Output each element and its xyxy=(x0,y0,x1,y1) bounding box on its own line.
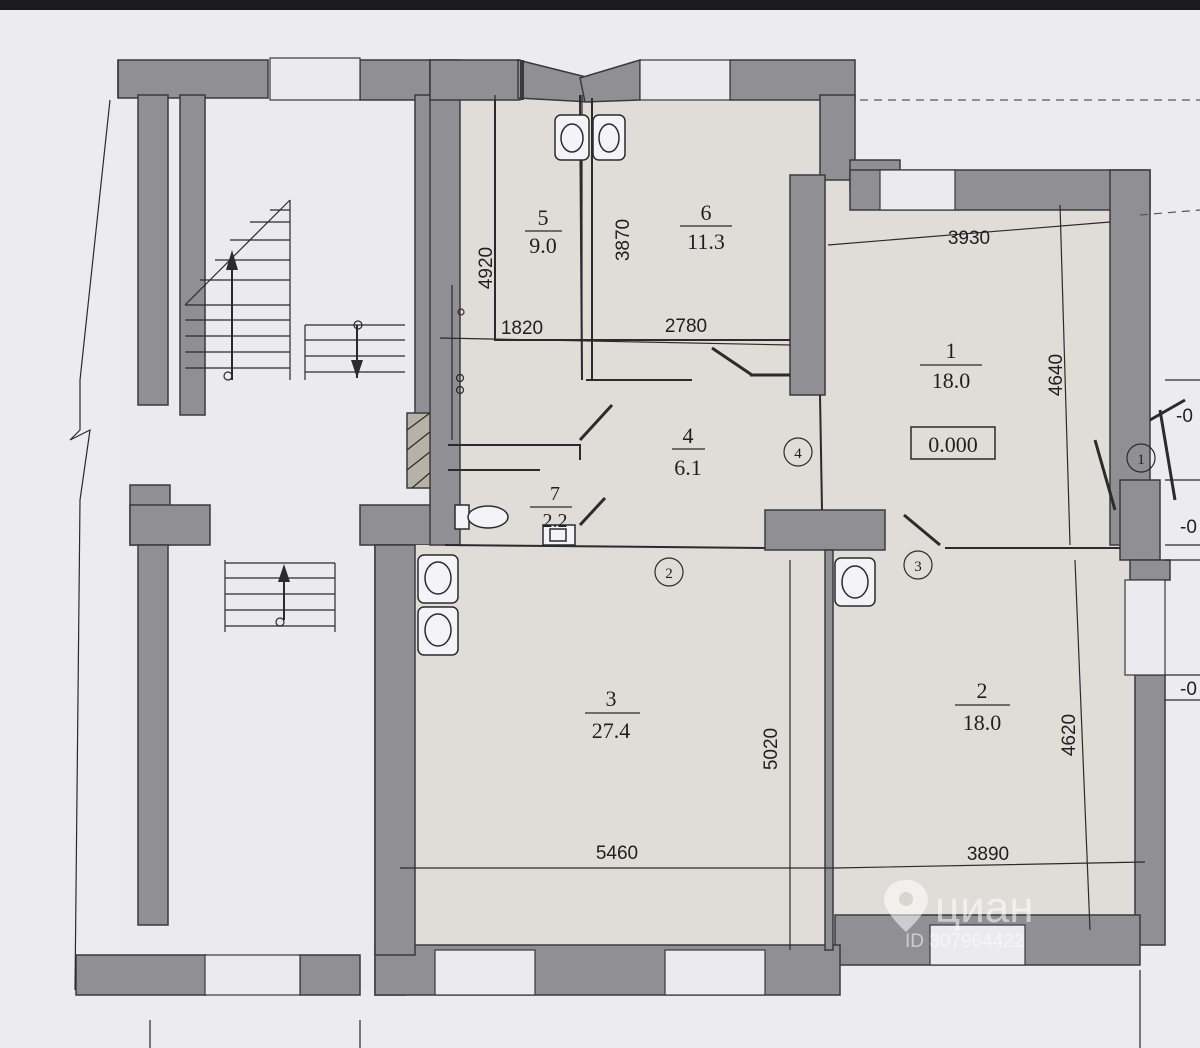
dim-4620: 4620 xyxy=(1059,714,1080,756)
edge-marks: -0 -0 -0 xyxy=(1176,406,1197,700)
dim-2780: 2780 xyxy=(665,316,707,337)
sink-icon xyxy=(417,606,459,656)
marker-4: 4 xyxy=(794,446,802,462)
dim-5020: 5020 xyxy=(761,728,782,770)
room-7-area: 2.2 xyxy=(543,510,568,532)
dim-1820: 1820 xyxy=(501,318,543,339)
riser-icon xyxy=(455,385,465,395)
room-labels: 5 9.0 6 11.3 1 18.0 4 6.1 7 2.2 3 27.4 2… xyxy=(525,200,1010,743)
room-2-area: 18.0 xyxy=(963,710,1002,735)
room-1-area: 18.0 xyxy=(932,368,971,393)
room-1-number: 1 xyxy=(946,338,957,363)
marker-2: 2 xyxy=(665,566,673,582)
room-5-number: 5 xyxy=(538,205,549,230)
room-3-number: 3 xyxy=(606,686,617,711)
watermark-brand: циан xyxy=(935,883,1034,932)
watermark-id: ID 307964422 xyxy=(905,931,1024,952)
top-border xyxy=(0,0,1200,10)
sink-icon xyxy=(834,557,876,607)
room-3-area: 27.4 xyxy=(592,718,631,743)
dim-3930: 3930 xyxy=(948,228,990,249)
section-markers: 1 2 3 4 xyxy=(654,437,1156,587)
room-5-area: 9.0 xyxy=(529,233,557,258)
level-mark: 0.000 xyxy=(928,432,978,457)
boiler-icon xyxy=(542,524,576,546)
location-pin-icon xyxy=(884,880,928,932)
riser-icon xyxy=(455,373,465,383)
dimensions: 3930 4640 4920 1820 3870 2780 5020 5460 … xyxy=(476,219,1080,865)
room-7-number: 7 xyxy=(550,483,560,505)
dim-5460: 5460 xyxy=(596,843,638,864)
sink-icon xyxy=(554,114,590,161)
marker-1: 1 xyxy=(1137,452,1145,468)
level-mark-box xyxy=(910,426,996,460)
dim-4920: 4920 xyxy=(476,247,497,289)
edge-mark: -0 xyxy=(1180,679,1197,700)
room-4-number: 4 xyxy=(683,423,694,448)
riser-icon xyxy=(457,308,465,316)
dim-4640: 4640 xyxy=(1046,354,1067,396)
toilet-icon xyxy=(454,504,509,530)
dim-3870: 3870 xyxy=(613,219,634,261)
apartment xyxy=(149,57,1200,1048)
edge-mark: -0 xyxy=(1176,406,1193,427)
watermark: циан ID 307964422 xyxy=(884,880,1034,952)
room-6-number: 6 xyxy=(701,200,712,225)
room-6-area: 11.3 xyxy=(687,229,725,254)
sink-icon xyxy=(417,554,459,604)
marker-3: 3 xyxy=(914,559,922,575)
room-4-area: 6.1 xyxy=(674,455,702,480)
room-2-number: 2 xyxy=(977,678,988,703)
edge-mark: -0 xyxy=(1180,517,1197,538)
dim-3890: 3890 xyxy=(967,844,1009,865)
sink-icon xyxy=(592,114,626,161)
